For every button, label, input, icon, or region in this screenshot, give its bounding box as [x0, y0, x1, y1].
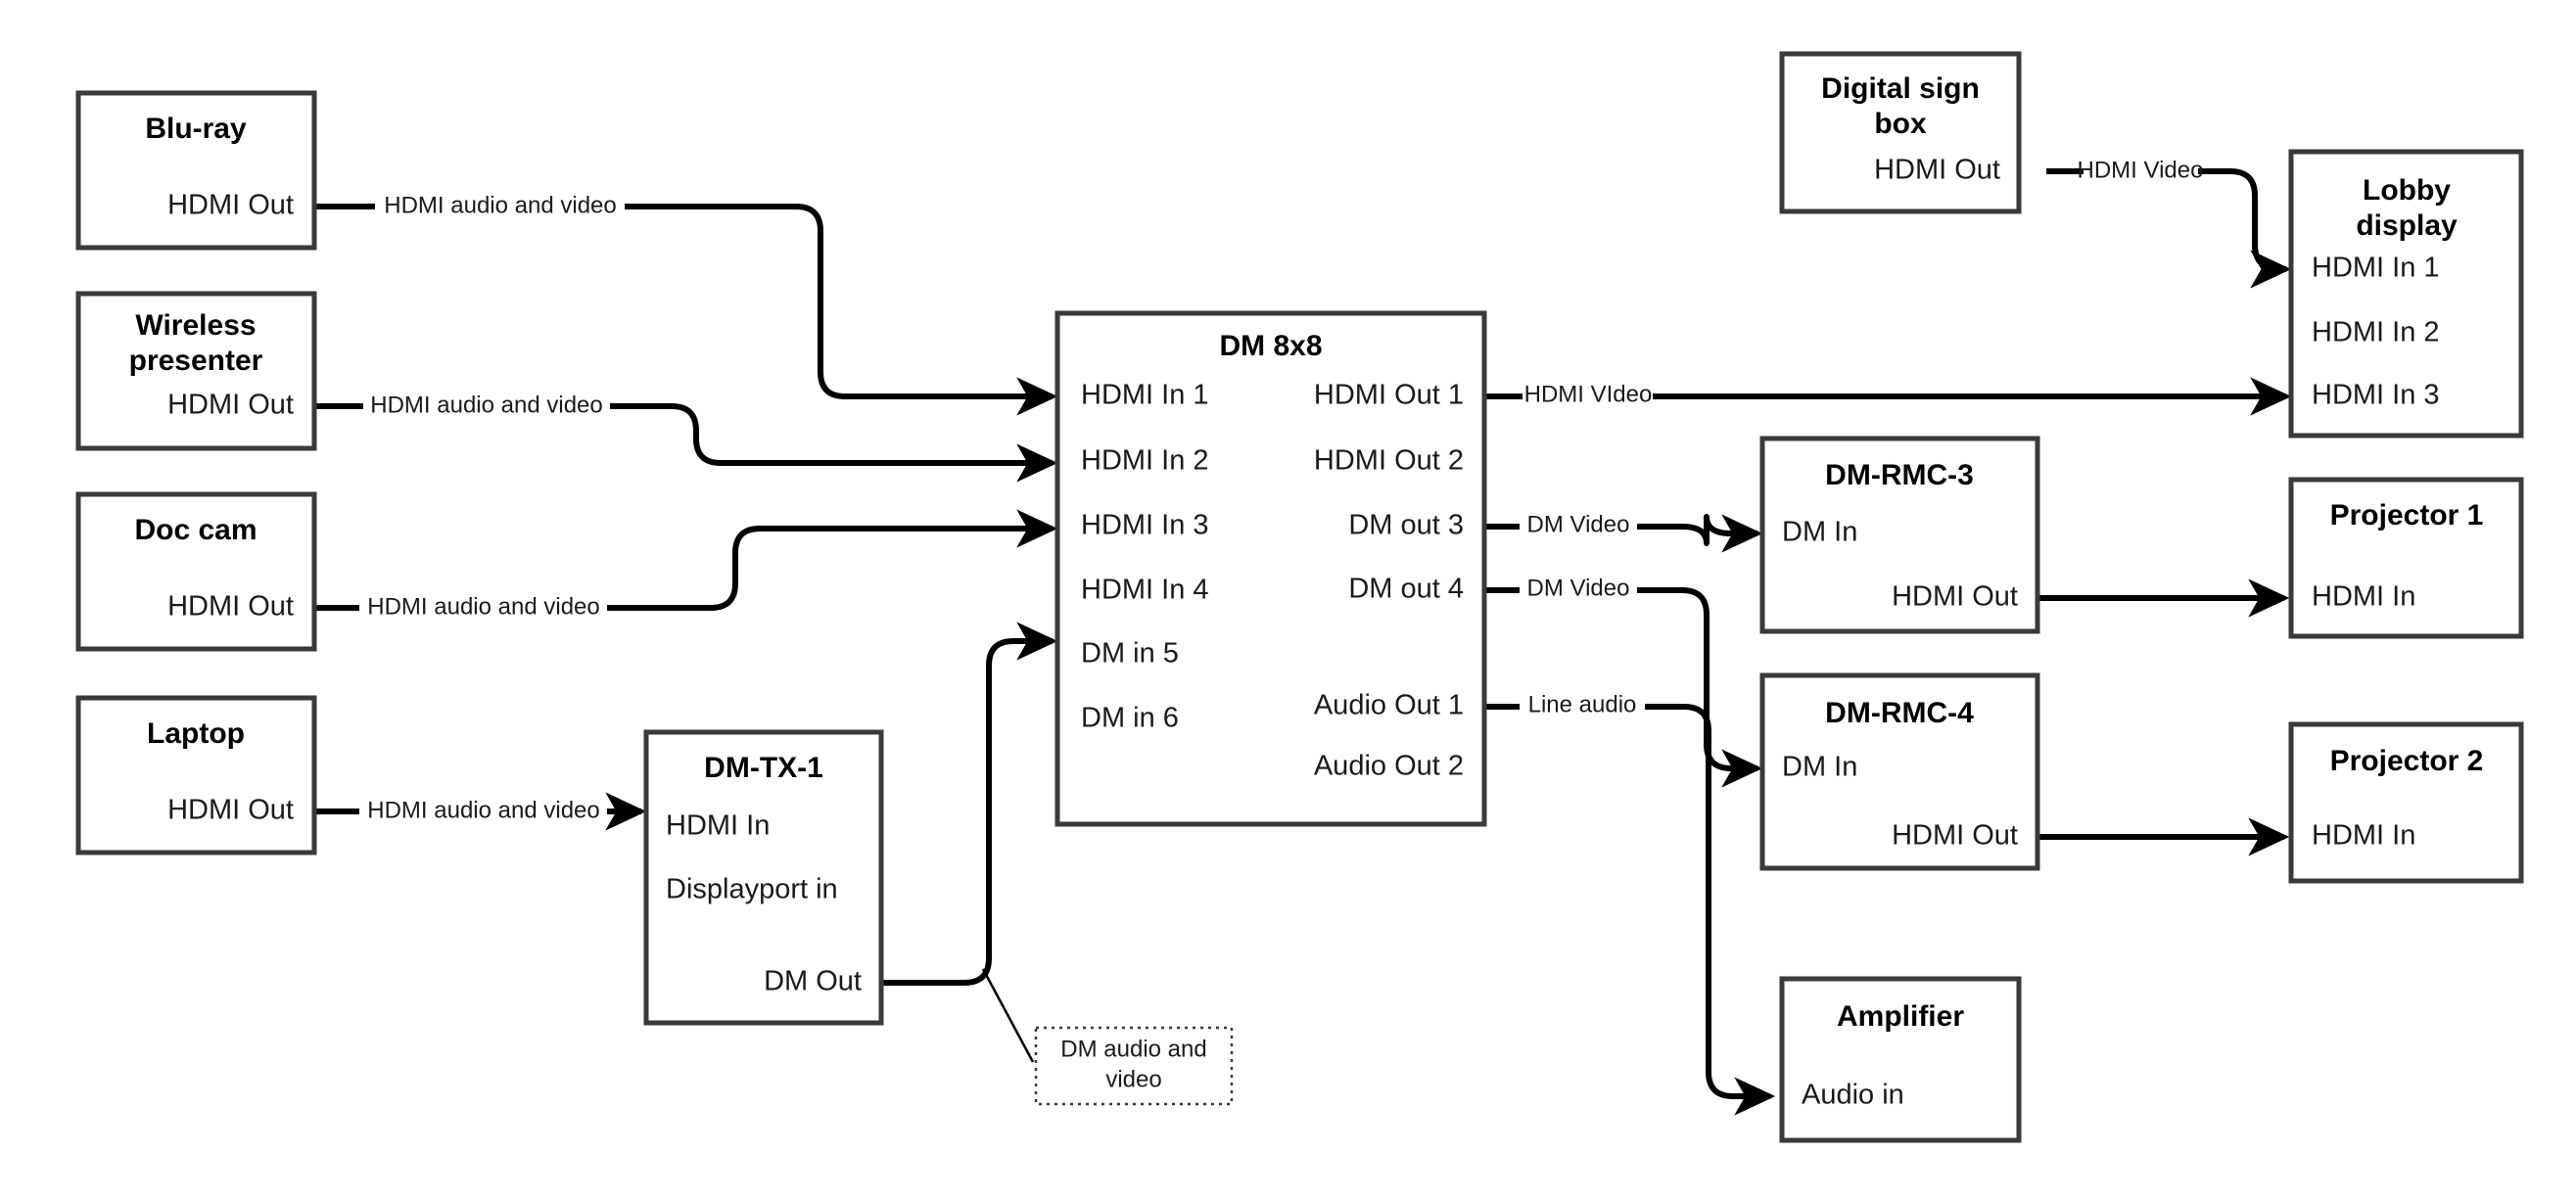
digital-sign-port-hdmi-out: HDMI Out: [1874, 155, 2000, 186]
dm-rmc-4-title: DM-RMC-4: [1825, 697, 1974, 729]
dm-tx-1-title: DM-TX-1: [704, 752, 823, 784]
dm-8x8-title: DM 8x8: [1219, 330, 1322, 362]
dm-tx-1-port-dm-out: DM Out: [764, 966, 862, 997]
node-lobby-display[interactable]: Lobby display HDMI In 1 HDMI In 2 HDMI I…: [2288, 149, 2524, 439]
note-leader-line: [981, 968, 1035, 1063]
node-projector-2[interactable]: Projector 2 HDMI In: [2288, 721, 2524, 884]
edge-label-dm-video-3: DM Video: [1527, 511, 1630, 537]
dm-8x8-port-hdmi-out-2: HDMI Out 2: [1314, 445, 1464, 477]
dm-8x8-port-hdmi-in-2: HDMI In 2: [1081, 445, 1209, 477]
lobby-display-title-line1: Lobby: [2363, 174, 2451, 207]
digital-sign-title-line2: box: [1874, 108, 1927, 140]
lobby-display-port-hdmi-in-3: HDMI In 3: [2312, 380, 2440, 411]
blu-ray-port-hdmi-out: HDMI Out: [167, 190, 294, 221]
wireless-presenter-box[interactable]: [75, 291, 317, 451]
laptop-port-hdmi-out: HDMI Out: [167, 795, 294, 826]
edge-label-doccam: HDMI audio and video: [367, 593, 599, 620]
dm-8x8-port-dm-out-3: DM out 3: [1348, 510, 1464, 541]
edge-wireless-to-hdmi-in-2: [610, 403, 1058, 483]
connections-layer: [314, 168, 2292, 1116]
edge-dmtx-to-dm-in-5: [881, 622, 1058, 986]
lobby-display-port-hdmi-in-2: HDMI In 2: [2312, 317, 2440, 348]
dm-8x8-port-dm-out-4: DM out 4: [1348, 574, 1464, 605]
dm-tx-1-port-hdmi-in: HDMI In: [666, 810, 770, 842]
wireless-presenter-port-hdmi-out: HDMI Out: [167, 390, 294, 421]
dm-8x8-port-hdmi-in-4: HDMI In 4: [1081, 575, 1209, 606]
projector-2-port-hdmi-in: HDMI In: [2312, 820, 2415, 852]
node-dm-rmc-3[interactable]: DM-RMC-3 DM In HDMI Out: [1759, 436, 2040, 634]
projector-1-port-hdmi-in: HDMI In: [2312, 581, 2415, 613]
dm-8x8-port-dm-in-6: DM in 6: [1081, 703, 1179, 734]
dm-tx-1-box[interactable]: [643, 729, 884, 1026]
edge-sign-to-lobby-in-1: [2198, 168, 2292, 289]
blu-ray-title: Blu-ray: [145, 113, 247, 145]
edge-doccam-to-hdmi-in-3: [607, 509, 1058, 611]
dm-rmc-4-box[interactable]: [1759, 672, 2040, 871]
dm-rmc-4-port-dm-in: DM In: [1782, 752, 1857, 783]
node-dm-tx-1[interactable]: DM-TX-1 HDMI In Displayport in DM Out: [643, 729, 884, 1026]
edge-label-hdmi-video-sign: HDMI Video: [2078, 157, 2204, 183]
dm-8x8-port-hdmi-in-3: HDMI In 3: [1081, 510, 1209, 541]
lobby-display-box[interactable]: [2288, 149, 2524, 439]
wireless-presenter-title-line1: Wireless: [135, 309, 256, 342]
dm-rmc-3-port-hdmi-out: HDMI Out: [1892, 581, 2018, 613]
dm-tx-1-port-displayport-in: Displayport in: [666, 874, 838, 905]
node-wireless-presenter[interactable]: Wireless presenter HDMI Out: [75, 291, 317, 451]
wireless-presenter-title-line2: presenter: [129, 345, 263, 377]
doc-cam-box[interactable]: [75, 491, 317, 652]
dm-8x8-port-audio-out-2: Audio Out 2: [1314, 751, 1464, 782]
dm-audio-video-note-line2: video: [1105, 1066, 1161, 1092]
node-amplifier[interactable]: Amplifier Audio in: [1779, 976, 2022, 1143]
dm-8x8-port-audio-out-1: Audio Out 1: [1314, 690, 1464, 721]
laptop-title: Laptop: [147, 717, 245, 750]
dm-audio-video-note-box: [1034, 1026, 1234, 1106]
dm-rmc-3-port-dm-in: DM In: [1782, 517, 1857, 548]
dm-8x8-port-dm-in-5: DM in 5: [1081, 638, 1179, 670]
edge-bluray-to-hdmi-in-1: [625, 204, 1058, 416]
node-projector-1[interactable]: Projector 1 HDMI In: [2288, 477, 2524, 639]
node-doc-cam[interactable]: Doc cam HDMI Out: [75, 491, 317, 652]
amplifier-port-audio-in: Audio in: [1802, 1080, 1904, 1111]
blu-ray-box[interactable]: [75, 90, 317, 251]
dm-8x8-port-hdmi-out-1: HDMI Out 1: [1314, 380, 1464, 411]
dm-8x8-port-hdmi-in-1: HDMI In 1: [1081, 380, 1209, 411]
edge-audio-out-1-to-amplifier: [1645, 704, 1776, 1116]
node-dm-rmc-4[interactable]: DM-RMC-4 DM In HDMI Out: [1759, 672, 2040, 871]
edge-label-laptop: HDMI audio and video: [367, 797, 599, 823]
amplifier-box[interactable]: [1779, 976, 2022, 1143]
projector-2-box[interactable]: [2288, 721, 2524, 884]
edge-dm-out-3-to-rmc3: [1637, 514, 1763, 553]
edge-label-wireless: HDMI audio and video: [370, 392, 602, 418]
dm-rmc-4-port-hdmi-out: HDMI Out: [1892, 820, 2018, 852]
doc-cam-title: Doc cam: [134, 514, 257, 546]
dm-audio-video-note-line1: DM audio and: [1060, 1036, 1206, 1062]
edge-label-line-audio: Line audio: [1528, 691, 1637, 717]
doc-cam-port-hdmi-out: HDMI Out: [167, 591, 294, 623]
laptop-box[interactable]: [75, 695, 317, 855]
edge-label-bluray: HDMI audio and video: [384, 192, 616, 218]
node-dm-8x8[interactable]: DM 8x8 HDMI In 1 HDMI In 2 HDMI In 3 HDM…: [1054, 310, 1487, 827]
node-blu-ray[interactable]: Blu-ray HDMI Out: [75, 90, 317, 251]
digital-sign-box[interactable]: [1779, 51, 2022, 214]
edge-dm-out-4-to-rmc4: [1637, 587, 1763, 788]
dm-8x8-box[interactable]: [1054, 310, 1487, 827]
node-laptop[interactable]: Laptop HDMI Out: [75, 695, 317, 855]
node-digital-sign-box[interactable]: Digital sign box HDMI Out: [1779, 51, 2022, 214]
amplifier-title: Amplifier: [1837, 1000, 1964, 1033]
lobby-display-title-line2: display: [2356, 209, 2458, 242]
projector-1-box[interactable]: [2288, 477, 2524, 639]
projector-2-title: Projector 2: [2330, 745, 2484, 777]
edge-label-hdmi-video-out1: HDMI VIdeo: [1524, 381, 1653, 407]
dm-rmc-3-box[interactable]: [1759, 436, 2040, 634]
projector-1-title: Projector 1: [2330, 499, 2484, 531]
lobby-display-port-hdmi-in-1: HDMI In 1: [2312, 253, 2440, 284]
edge-label-dm-video-4: DM Video: [1527, 575, 1630, 601]
edge-labels-layer: HDMI audio and video HDMI audio and vide…: [367, 157, 2203, 823]
digital-sign-title-line1: Digital sign: [1821, 72, 1980, 105]
dm-rmc-3-title: DM-RMC-3: [1825, 459, 1974, 491]
annotation-dm-audio-and-video: DM audio and video: [1034, 1026, 1234, 1106]
